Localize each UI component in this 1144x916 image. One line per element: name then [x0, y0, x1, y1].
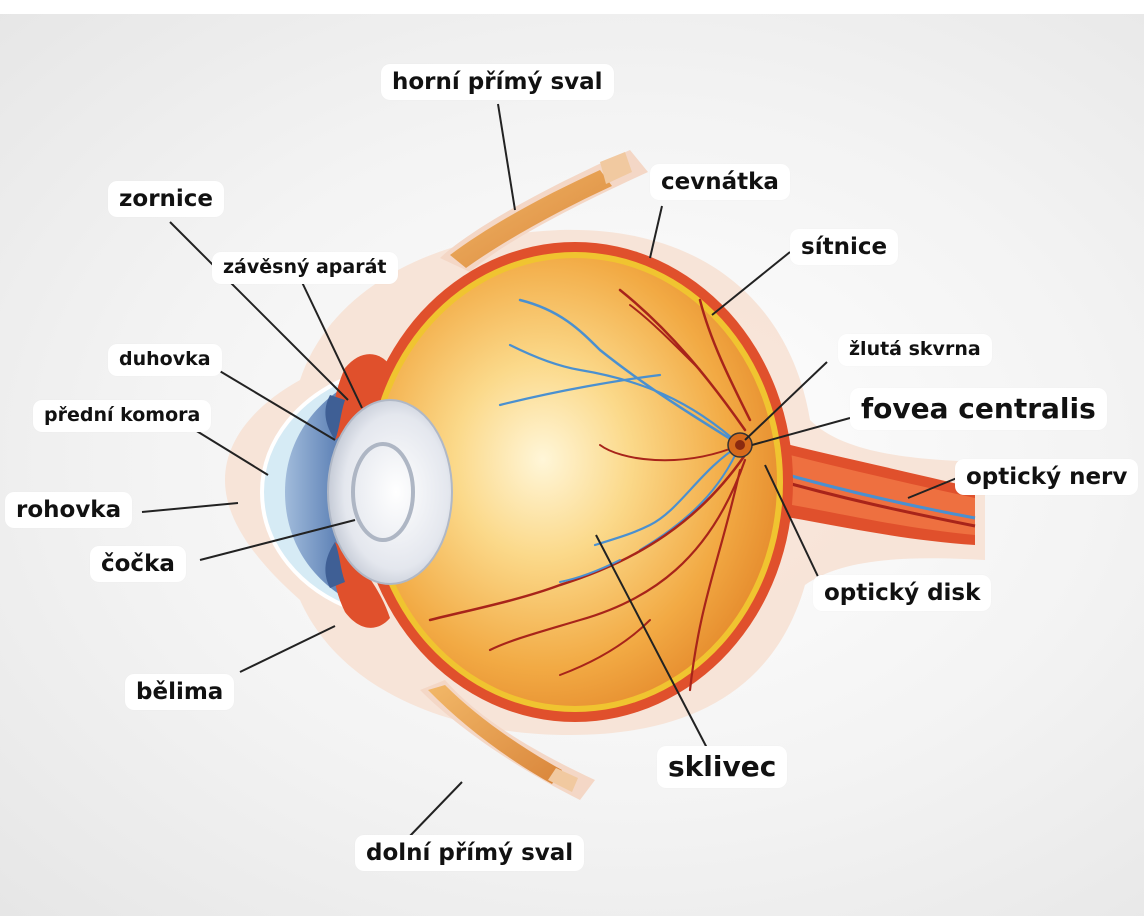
- label-cornea: rohovka: [5, 492, 132, 528]
- label-macula: žlutá skvrna: [838, 334, 992, 366]
- label-anterior-chamber: přední komora: [33, 400, 211, 432]
- label-sclera: bělima: [125, 674, 234, 710]
- label-pupil: zornice: [108, 181, 224, 217]
- label-optic-nerve: optický nerv: [955, 459, 1138, 495]
- label-choroid: cevnátka: [650, 164, 790, 200]
- label-superior-rectus: horní přímý sval: [381, 64, 614, 100]
- label-fovea-centralis: fovea centralis: [850, 388, 1107, 430]
- label-retina: sítnice: [790, 229, 898, 265]
- label-inferior-rectus: dolní přímý sval: [355, 835, 584, 871]
- label-lens: čočka: [90, 546, 186, 582]
- label-iris: duhovka: [108, 344, 222, 376]
- label-suspensory-apparatus: závěsný aparát: [212, 252, 398, 284]
- label-vitreous: sklivec: [657, 746, 787, 788]
- lens: [328, 400, 452, 584]
- label-optic-disc: optický disk: [813, 575, 991, 611]
